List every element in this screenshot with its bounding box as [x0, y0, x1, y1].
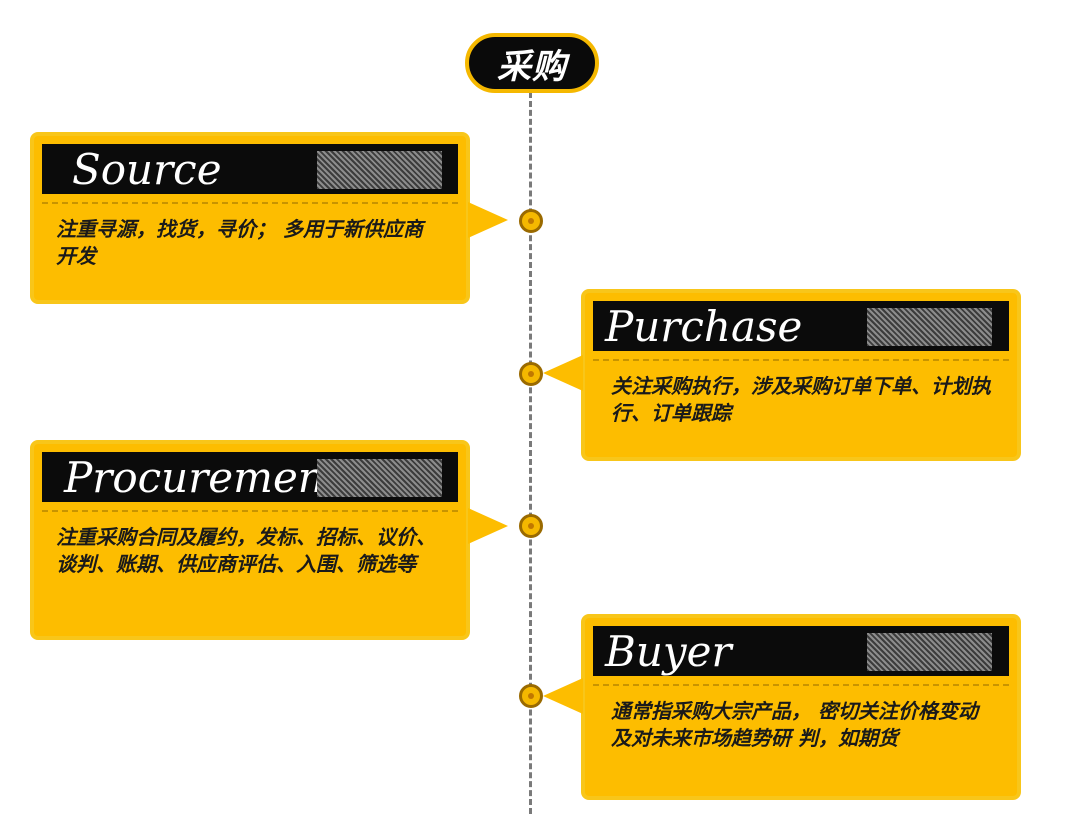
divider: [42, 202, 458, 204]
connector-arrow: [468, 508, 508, 544]
term-label: Procurement: [64, 453, 342, 502]
timeline-node: [519, 362, 543, 386]
term-label: Buyer: [605, 627, 732, 676]
card-procurement: Procurement 注重采购合同及履约，发标、招标、议价、谈判、账期、供应商…: [30, 440, 470, 640]
card-header: Procurement: [42, 452, 458, 502]
card-header: Buyer: [593, 626, 1009, 676]
title-pill: 采购: [465, 33, 599, 93]
timeline-line: [529, 92, 532, 814]
card-header: Purchase: [593, 301, 1009, 351]
description-text: 通常指采购大宗产品， 密切关注价格变动及对未来市场趋势研 判，如期货: [611, 699, 978, 750]
connector-arrow: [543, 355, 583, 391]
hatch-decoration: [867, 308, 992, 346]
term-label: Purchase: [605, 302, 803, 351]
connector-arrow: [468, 202, 508, 238]
card-buyer: Buyer 通常指采购大宗产品， 密切关注价格变动及对未来市场趋势研 判，如期货: [581, 614, 1021, 800]
card-header: Source: [42, 144, 458, 194]
timeline-node: [519, 684, 543, 708]
hatch-decoration: [867, 633, 992, 671]
divider: [42, 510, 458, 512]
description-text: 关注采购执行，涉及采购订单下单、计划执行、订单跟踪: [611, 374, 991, 425]
description-text: 注重采购合同及履约，发标、招标、议价、谈判、账期、供应商评估、入围、筛选等: [56, 525, 436, 576]
diagram-title: 采购: [497, 46, 567, 87]
connector-arrow: [543, 678, 583, 714]
card-source: Source 注重寻源，找货，寻价； 多用于新供应商开发: [30, 132, 470, 304]
divider: [593, 684, 1009, 686]
card-purchase: Purchase 关注采购执行，涉及采购订单下单、计划执行、订单跟踪: [581, 289, 1021, 461]
divider: [593, 359, 1009, 361]
timeline-node: [519, 514, 543, 538]
hatch-decoration: [317, 459, 442, 497]
hatch-decoration: [317, 151, 442, 189]
timeline-node: [519, 209, 543, 233]
description-text: 注重寻源，找货，寻价； 多用于新供应商开发: [56, 217, 423, 268]
term-label: Source: [72, 145, 222, 194]
